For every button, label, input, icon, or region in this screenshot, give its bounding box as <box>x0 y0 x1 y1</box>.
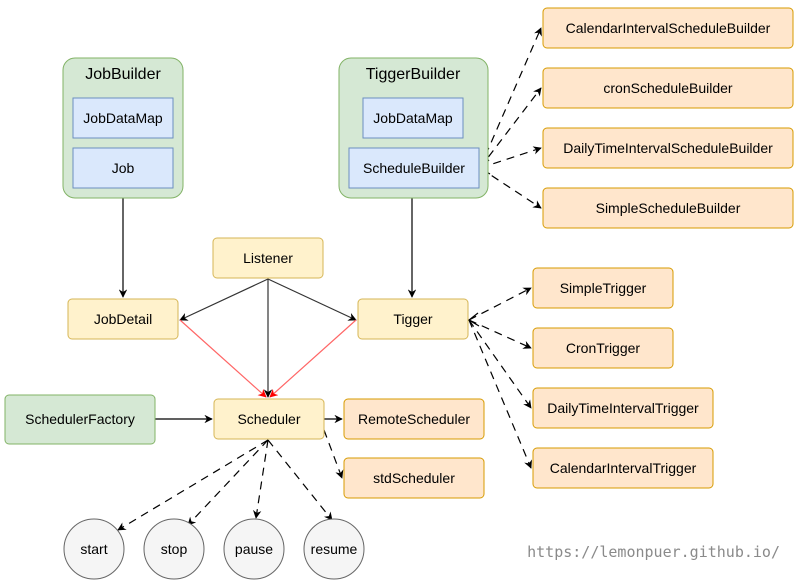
edge-scheduler-to-resume <box>267 439 333 521</box>
job-builder-title: JobBuilder <box>85 66 161 83</box>
edge-listener-to-jobdetail <box>179 278 269 321</box>
edge-listener-to-tigger <box>267 278 357 321</box>
daily-time-interval-schedule-builder-box[interactable]: DailyTimeIntervalScheduleBuilder <box>542 127 794 169</box>
start-circle[interactable]: start <box>63 518 125 580</box>
edge-schedulebuilder-to-calendar <box>479 27 542 169</box>
edge-tigger-to-scheduler <box>269 319 357 398</box>
cron-trigger-box[interactable]: CronTrigger <box>532 327 674 369</box>
tigger-job-data-map-label: JobDataMap <box>373 110 453 126</box>
edge-tigger-to-crontrigger <box>468 319 532 349</box>
schedule-builder-label: ScheduleBuilder <box>363 160 465 176</box>
calendar-interval-schedule-builder-box[interactable]: CalendarIntervalScheduleBuilder <box>542 7 794 49</box>
simple-trigger-box[interactable]: SimpleTrigger <box>532 267 674 309</box>
cron-schedule-builder-label: cronScheduleBuilder <box>603 80 733 96</box>
schedule-builder-box[interactable]: ScheduleBuilder <box>348 147 480 189</box>
stop-label: stop <box>161 541 188 557</box>
open-arrowhead-tigger <box>467 312 480 327</box>
job-detail-box[interactable]: JobDetail <box>67 298 179 340</box>
listener-box[interactable]: Listener <box>212 237 324 279</box>
std-scheduler-label: stdScheduler <box>373 470 455 486</box>
tigger-box[interactable]: Tigger <box>357 298 469 340</box>
edge-tigger-to-simpletrigger <box>468 287 532 321</box>
job-detail-label: JobDetail <box>94 311 152 327</box>
scheduler-factory-label: SchedulerFactory <box>25 411 135 427</box>
pause-circle[interactable]: pause <box>223 518 285 580</box>
calendar-interval-trigger-label: CalendarIntervalTrigger <box>550 460 697 476</box>
edge-tigger-to-calendartrigger <box>468 319 532 469</box>
watermark-url: https://lemonpuer.github.io/ <box>527 543 780 561</box>
pause-label: pause <box>235 541 273 557</box>
job-data-map-box[interactable]: JobDataMap <box>72 97 174 139</box>
std-scheduler-box[interactable]: stdScheduler <box>343 457 485 499</box>
daily-time-interval-trigger-box[interactable]: DailyTimeIntervalTrigger <box>532 387 714 429</box>
remote-scheduler-label: RemoteScheduler <box>358 411 470 427</box>
daily-time-interval-trigger-label: DailyTimeIntervalTrigger <box>547 400 699 416</box>
calendar-interval-schedule-builder-label: CalendarIntervalScheduleBuilder <box>566 20 771 36</box>
resume-circle[interactable]: resume <box>303 518 365 580</box>
simple-schedule-builder-label: SimpleScheduleBuilder <box>596 200 741 216</box>
remote-scheduler-box[interactable]: RemoteScheduler <box>343 398 485 440</box>
simple-trigger-label: SimpleTrigger <box>560 280 647 296</box>
cron-schedule-builder-box[interactable]: cronScheduleBuilder <box>542 67 794 109</box>
tigger-label: Tigger <box>393 311 433 327</box>
tigger-job-data-map-box[interactable]: JobDataMap <box>362 97 464 139</box>
resume-label: resume <box>311 541 358 557</box>
cron-trigger-label: CronTrigger <box>566 340 641 356</box>
edge-schedulebuilder-to-simple <box>479 167 542 209</box>
calendar-interval-trigger-box[interactable]: CalendarIntervalTrigger <box>532 447 714 489</box>
daily-time-interval-schedule-builder-label: DailyTimeIntervalScheduleBuilder <box>563 140 773 156</box>
edge-jobdetail-to-scheduler <box>179 319 267 398</box>
edge-scheduler-to-start <box>117 439 269 531</box>
edge-scheduler-to-stop <box>187 439 269 526</box>
edge-scheduler-to-std <box>323 429 344 479</box>
edge-tigger-to-dailytrigger <box>468 319 532 409</box>
scheduler-box[interactable]: Scheduler <box>213 398 325 440</box>
start-label: start <box>80 541 107 557</box>
edges <box>117 27 542 531</box>
job-box[interactable]: Job <box>72 147 174 189</box>
scheduler-label: Scheduler <box>237 411 300 427</box>
job-data-map-label: JobDataMap <box>83 110 163 126</box>
tigger-builder-title: TiggerBuilder <box>366 66 461 83</box>
scheduler-factory-box[interactable]: SchedulerFactory <box>4 394 156 445</box>
edge-schedulebuilder-to-daily <box>479 146 542 169</box>
listener-label: Listener <box>243 250 293 266</box>
simple-schedule-builder-box[interactable]: SimpleScheduleBuilder <box>542 187 794 229</box>
job-label: Job <box>112 160 135 176</box>
edge-schedulebuilder-to-cron <box>479 87 542 169</box>
stop-circle[interactable]: stop <box>143 518 205 580</box>
